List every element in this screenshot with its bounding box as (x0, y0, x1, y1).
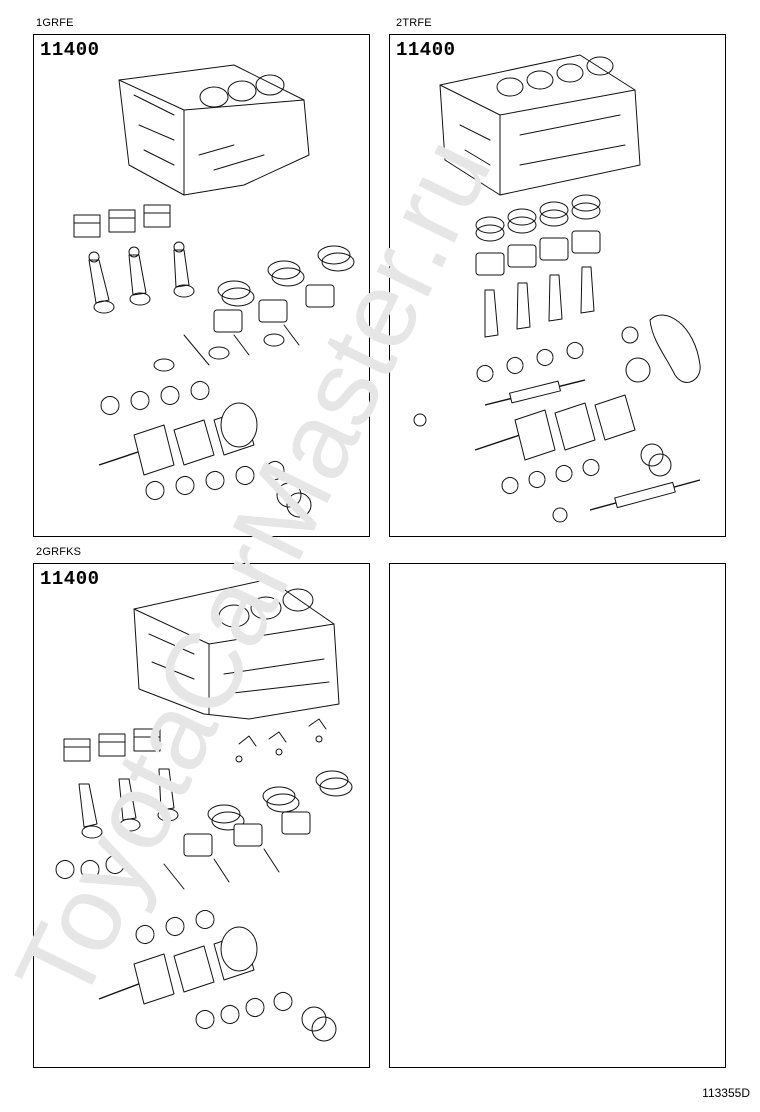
piston-row-1 (73, 204, 171, 238)
pistons-and-rods-2 (475, 230, 601, 338)
thrust-washers-2 (640, 443, 672, 477)
thrust-washers-1 (276, 482, 312, 518)
piston-rings-3 (207, 770, 353, 831)
part-number-2grfks[interactable]: 11400 (40, 568, 100, 590)
cylinder-block-drawing (439, 54, 641, 196)
pistons-2 (153, 284, 335, 372)
part-number-2trfe[interactable]: 11400 (396, 39, 456, 61)
connecting-rods-1 (88, 241, 195, 314)
crankshaft-2 (474, 394, 636, 461)
panel-2trfe[interactable]: 11400 (389, 34, 726, 537)
oil-jets (235, 718, 327, 763)
cylinder-block-drawing (133, 578, 340, 720)
bearings-2 (476, 342, 584, 382)
balance-shaft-lower (413, 413, 701, 523)
crankshaft-1 (98, 402, 258, 476)
connecting-rods-3 (78, 768, 179, 839)
short-block-illustration-1grfe (73, 64, 355, 518)
panel-1grfe[interactable]: 11400 (33, 34, 370, 537)
timing-chain (621, 314, 701, 383)
variant-label-2trfe: 2TRFE (396, 17, 432, 29)
balance-shaft-upper (484, 379, 586, 406)
piston-rings-2 (475, 194, 601, 242)
variant-label-2grfks: 2GRFKS (36, 546, 82, 558)
diagram-id: 113355D (702, 1086, 750, 1100)
pistons-3 (63, 728, 161, 762)
panel-2grfks[interactable]: 11400 (33, 563, 370, 1068)
panel-empty (389, 563, 726, 1068)
piston-rings-1 (217, 245, 355, 307)
crank-bearings-1 (100, 381, 285, 500)
short-block-illustration-2trfe (413, 54, 701, 523)
cylinder-block-drawing (118, 64, 310, 196)
bearings-3 (501, 459, 600, 494)
variant-label-1grfe: 1GRFE (36, 17, 74, 29)
thrust-washers-3 (301, 1006, 337, 1042)
bearings-5 (195, 992, 293, 1029)
short-block-illustration-2grfks (55, 578, 353, 1042)
part-number-1grfe[interactable]: 11400 (40, 39, 100, 61)
crankshaft-3 (98, 926, 258, 1005)
bearings-4 (55, 855, 215, 944)
pistons-4 (163, 811, 311, 890)
